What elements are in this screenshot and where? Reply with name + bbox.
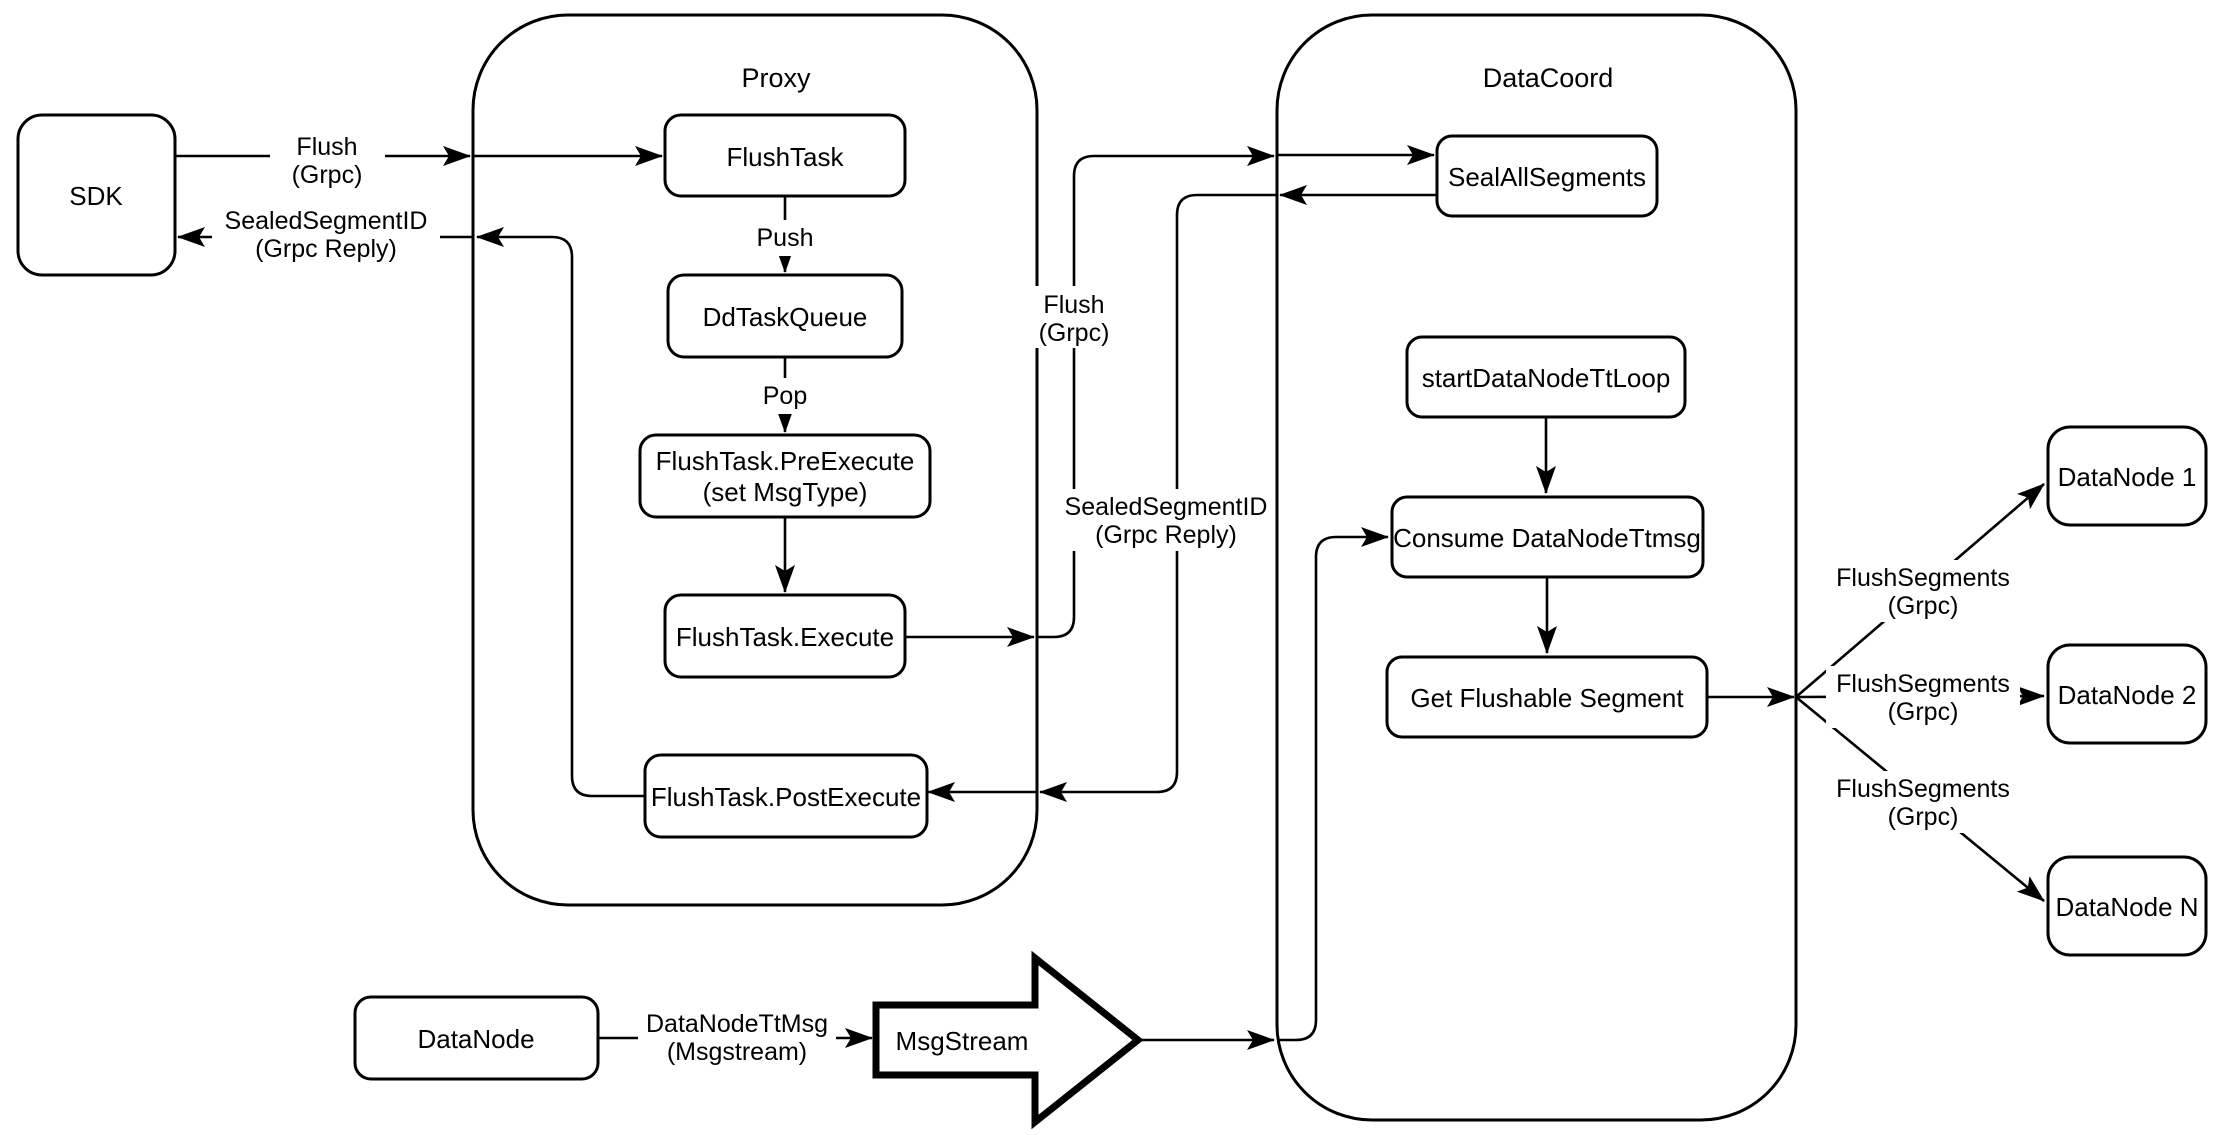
- node-execute: FlushTask.Execute: [663, 593, 907, 679]
- startdatanodettloop-box: [1405, 335, 1687, 419]
- preexecute-label-line1: FlushTask.PreExecute: [656, 446, 915, 476]
- datanode-label: DataNode: [417, 1024, 534, 1054]
- datacoord-boundary: [1275, 13, 1798, 1122]
- node-sealallsegments: SealAllSegments: [1435, 134, 1659, 218]
- container-datacoord: DataCoord: [1275, 13, 1798, 1122]
- node-sdk: SDK: [16, 113, 177, 277]
- datanode-n-box: [2046, 855, 2208, 957]
- edge-label-sealedsegmentid-sdk: SealedSegmentID (Grpc Reply): [212, 203, 440, 265]
- edge-label-push: Push: [748, 220, 822, 256]
- ddtaskqueue-label: DdTaskQueue: [703, 302, 868, 332]
- msgstream-arrow-shape: [872, 950, 1144, 1130]
- node-consumedatanodettmsg: Consume DataNodeTtmsg: [1390, 495, 1705, 579]
- sdk-label: SDK: [69, 181, 123, 211]
- edge-label-flush-grpc-mid: Flush (Grpc): [1016, 286, 1132, 348]
- label-bg: [1060, 489, 1272, 551]
- edge-label-line: (Grpc Reply): [1095, 521, 1237, 549]
- sealallsegments-label: SealAllSegments: [1448, 162, 1646, 192]
- node-preexecute: FlushTask.PreExecute (set MsgType): [638, 433, 932, 519]
- datanode-1-box: [2046, 425, 2208, 527]
- startdatanodettloop-label: startDataNodeTtLoop: [1422, 363, 1671, 393]
- ddtaskqueue-box: [666, 273, 904, 359]
- node-ddtaskqueue: DdTaskQueue: [666, 273, 904, 359]
- label-bg: [748, 220, 822, 256]
- flushtask-label: FlushTask: [726, 142, 844, 172]
- datanode-2-box: [2046, 643, 2208, 745]
- edge-label-pop: Pop: [754, 378, 816, 414]
- edge-label-flush-grpc-sdk: Flush (Grpc): [270, 128, 385, 189]
- edge-label-line: Flush: [296, 133, 357, 161]
- node-startdatanodettloop: startDataNodeTtLoop: [1405, 335, 1687, 419]
- edge-postexecute-to-proxy-boundary: [476, 227, 645, 798]
- preexecute-label-line2: (set MsgType): [703, 477, 868, 507]
- edge-label-line: FlushSegments: [1836, 564, 2010, 592]
- sealallsegments-box: [1435, 134, 1659, 218]
- edge-label-line: (Grpc): [1888, 698, 1959, 726]
- edge-label-sealedsegmentid-mid: SealedSegmentID (Grpc Reply): [1060, 489, 1272, 551]
- preexecute-box: [638, 433, 932, 519]
- msgstream-label: MsgStream: [896, 1026, 1029, 1056]
- edge-label-line: SealedSegmentID: [1065, 493, 1268, 521]
- edge-label-line: SealedSegmentID: [225, 207, 428, 235]
- execute-box: [663, 593, 907, 679]
- label-bg: [1826, 666, 2020, 728]
- edge-label-line: Pop: [763, 382, 807, 410]
- edge-label-line: FlushSegments: [1836, 775, 2010, 803]
- node-flushtask: FlushTask: [663, 113, 907, 198]
- label-bg: [638, 1006, 836, 1068]
- flushtask-box: [663, 113, 907, 198]
- edge-label-line: (Grpc): [1888, 803, 1959, 831]
- edge-label-flushsegments-2: FlushSegments (Grpc): [1826, 666, 2020, 728]
- label-bg: [1016, 286, 1132, 348]
- label-bg: [754, 378, 816, 414]
- datanode-1-label: DataNode 1: [2058, 462, 2197, 492]
- node-datanode-2: DataNode 2: [2046, 643, 2208, 745]
- node-datanode-n: DataNode N: [2046, 855, 2208, 957]
- getflushablesegment-box: [1385, 655, 1709, 739]
- datanode-box: [353, 995, 600, 1081]
- datanode-2-label: DataNode 2: [2058, 680, 2197, 710]
- edge-label-line: (Msgstream): [667, 1038, 807, 1066]
- edge-label-line: Push: [757, 224, 814, 252]
- container-proxy: Proxy: [471, 13, 1039, 907]
- label-bg: [270, 128, 385, 188]
- edge-datacoord-to-consume-ttmsg: [1277, 527, 1389, 1042]
- label-bg: [212, 203, 440, 265]
- proxy-boundary: [471, 13, 1039, 907]
- node-getflushablesegment: Get Flushable Segment: [1385, 655, 1709, 739]
- postexecute-box: [643, 753, 929, 839]
- datanode-n-label: DataNode N: [2055, 892, 2198, 922]
- edge-label-line: (Grpc): [1888, 592, 1959, 620]
- edge-label-line: (Grpc): [1039, 319, 1110, 347]
- edge-label-line: Flush: [1043, 291, 1104, 319]
- edge-label-line: (Grpc Reply): [255, 235, 397, 263]
- edge-proxy-to-datacoord-flush: [1037, 146, 1275, 639]
- sdk-box: [16, 113, 177, 277]
- node-datanode: DataNode: [353, 995, 600, 1081]
- edge-label-flushsegments-1: FlushSegments (Grpc): [1826, 560, 2020, 622]
- proxy-title: Proxy: [741, 63, 811, 93]
- node-datanode-1: DataNode 1: [2046, 425, 2208, 527]
- node-msgstream: MsgStream: [872, 950, 1144, 1130]
- edge-label-line: (Grpc): [292, 161, 363, 189]
- edge-label-line: FlushSegments: [1836, 670, 2010, 698]
- getflushablesegment-label: Get Flushable Segment: [1410, 683, 1684, 713]
- node-postexecute: FlushTask.PostExecute: [643, 753, 929, 839]
- consumedatanodettmsg-label: Consume DataNodeTtmsg: [1393, 523, 1701, 553]
- edge-label-line: DataNodeTtMsg: [646, 1010, 828, 1038]
- edge-label-flushsegments-n: FlushSegments (Grpc): [1826, 771, 2020, 833]
- edge-label-datanodettmsg: DataNodeTtMsg (Msgstream): [638, 1006, 836, 1068]
- label-bg: [1826, 560, 2020, 622]
- execute-label: FlushTask.Execute: [676, 622, 894, 652]
- datacoord-title: DataCoord: [1483, 63, 1614, 93]
- consumedatanodettmsg-box: [1390, 495, 1705, 579]
- postexecute-label: FlushTask.PostExecute: [651, 782, 921, 812]
- label-bg: [1826, 771, 2020, 833]
